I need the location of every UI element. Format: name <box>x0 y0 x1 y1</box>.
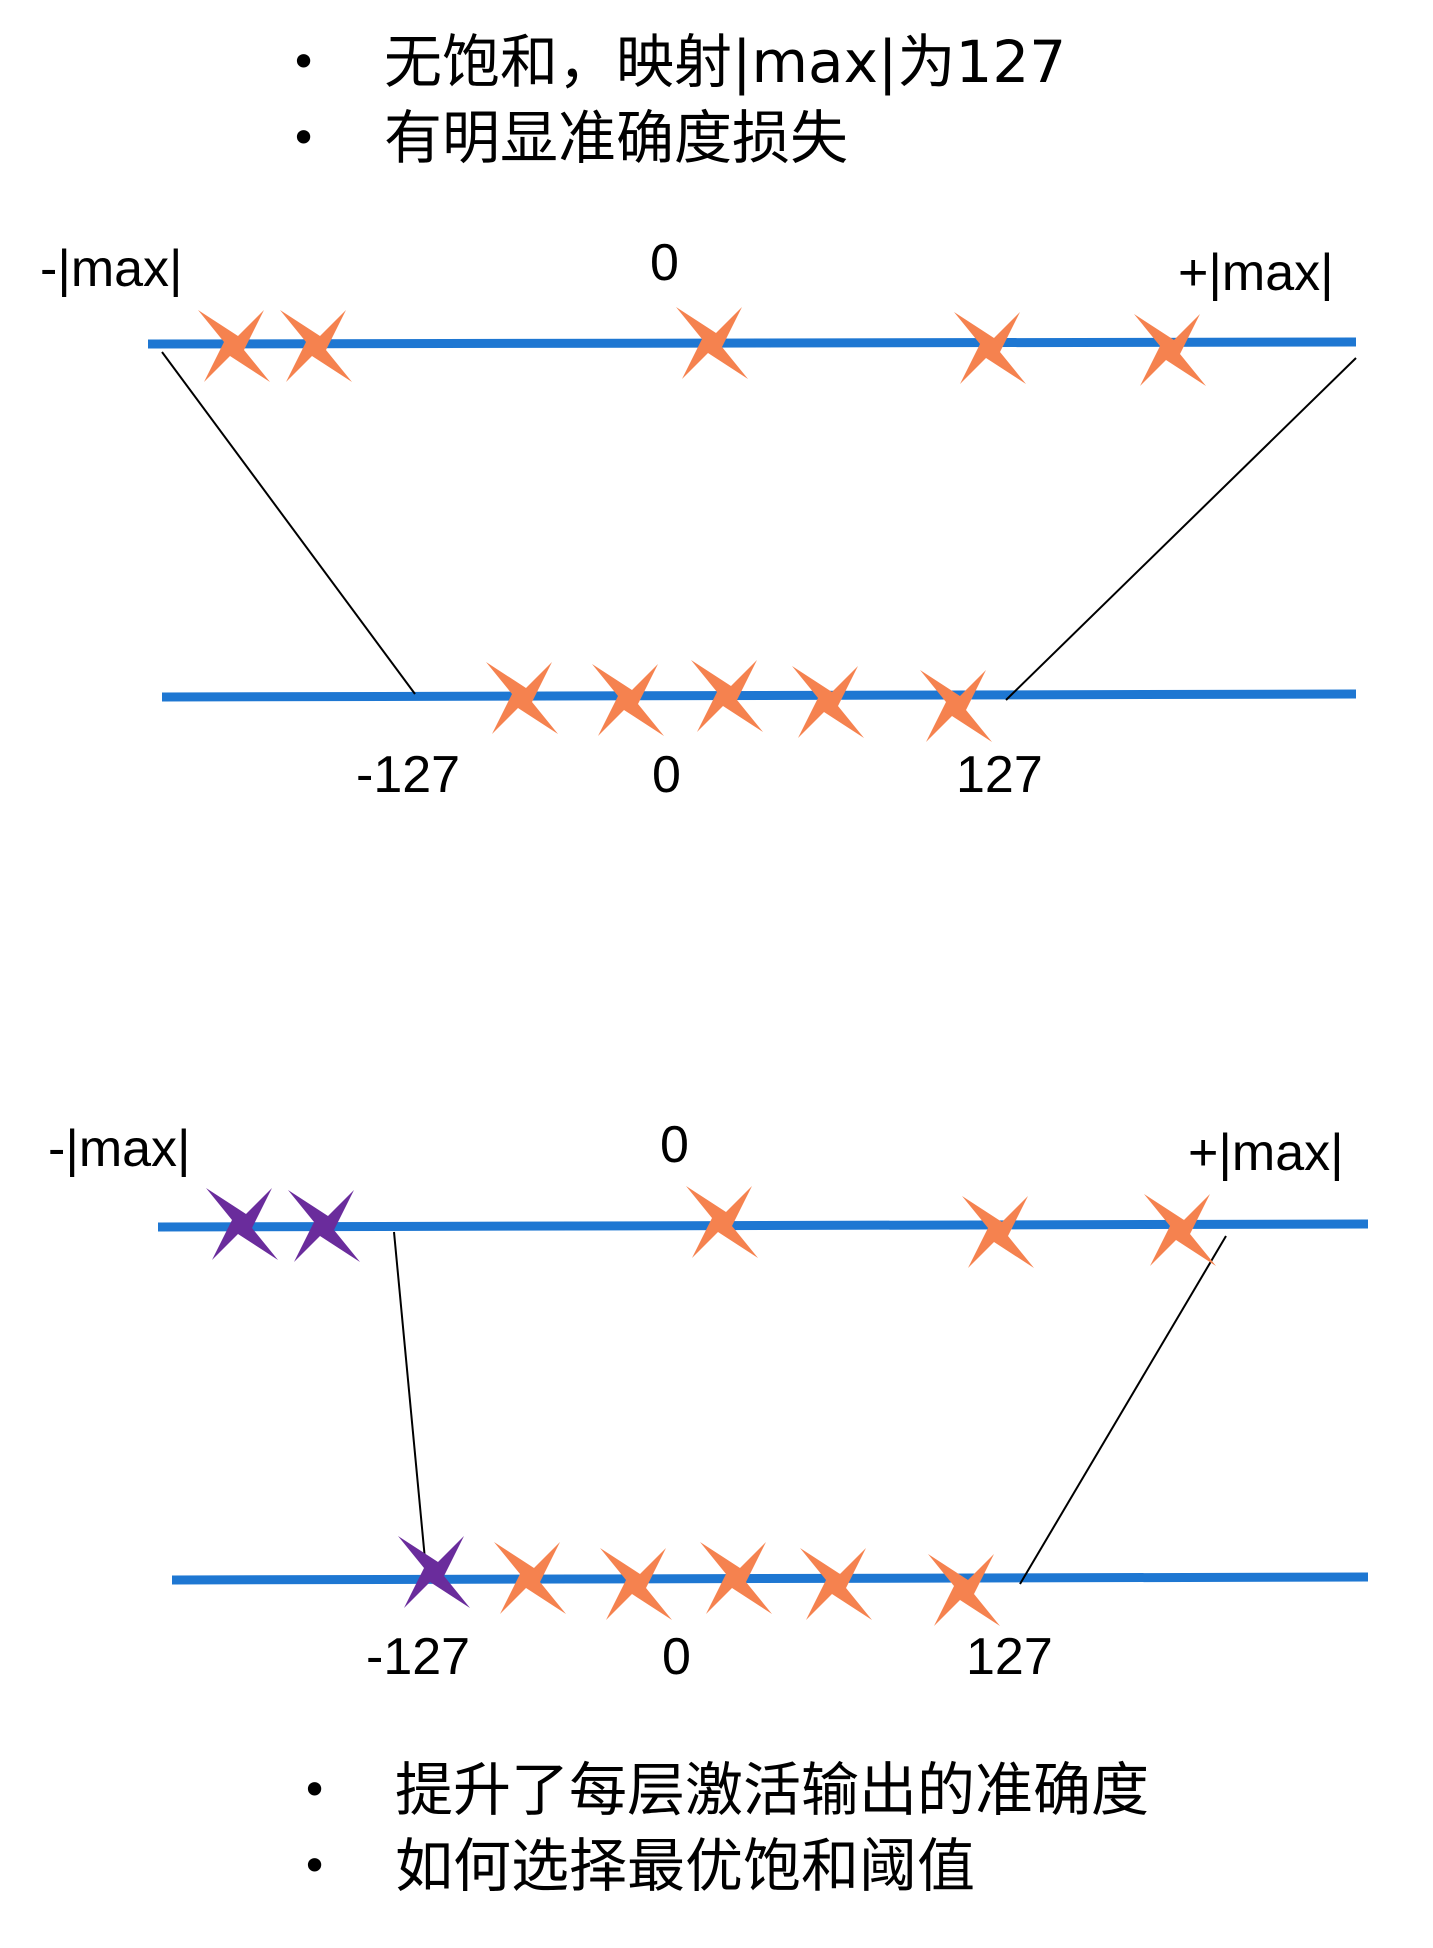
int8-markers <box>398 1536 1000 1626</box>
bullet-dot-icon: • <box>290 35 318 89</box>
panel-no-saturation: -|max| 0 +|max| -127 0 127 <box>40 234 1357 804</box>
value-marker <box>1134 314 1206 386</box>
fp-min-label: -|max| <box>40 240 183 298</box>
value-marker <box>486 662 558 734</box>
fp-zero-label: 0 <box>650 234 679 292</box>
bottom-bullet-1: • 提升了每层激活输出的准确度 <box>301 1752 1150 1828</box>
int8-markers <box>486 660 992 742</box>
bottom-bullet-list: • 提升了每层激活输出的准确度 • 如何选择最优饱和阈值 <box>301 1752 1150 1904</box>
int8-max-label: 127 <box>956 746 1043 804</box>
value-marker <box>686 1186 758 1258</box>
top-bullet-2-text: 有明显准确度损失 <box>384 104 849 172</box>
int8-axis-line <box>171 1572 1369 1585</box>
mapping-line-left <box>393 1231 427 1571</box>
value-marker <box>920 670 992 742</box>
mapping-line-right <box>1005 357 1357 701</box>
top-bullet-2: • 有明显准确度损失 <box>290 100 1066 176</box>
value-marker <box>800 1548 872 1620</box>
bullet-dot-icon: • <box>290 111 318 165</box>
fp-markers <box>206 1186 1216 1268</box>
fp-axis-line <box>147 337 1357 349</box>
fp-markers <box>198 307 1206 386</box>
fp-zero-label: 0 <box>660 1116 689 1174</box>
top-bullet-list: • 无饱和，映射|max|为127 • 有明显准确度损失 <box>290 24 1067 176</box>
value-marker <box>962 1196 1034 1268</box>
fp-max-label: +|max| <box>1188 1124 1344 1182</box>
value-marker <box>700 1542 772 1614</box>
fp-axis-line <box>157 1219 1369 1232</box>
value-marker <box>691 660 763 732</box>
bottom-bullet-2: • 如何选择最优饱和阈值 <box>301 1828 1149 1904</box>
value-marker <box>280 310 352 382</box>
top-bullet-1-text: 无饱和，映射|max|为127 <box>384 28 1067 96</box>
fp-min-label: -|max| <box>48 1120 191 1178</box>
value-marker <box>954 312 1026 384</box>
value-marker <box>494 1542 566 1614</box>
bottom-bullet-1-text: 提升了每层激活输出的准确度 <box>395 1756 1150 1824</box>
saturated-value-marker <box>398 1536 470 1608</box>
value-marker <box>1144 1194 1216 1266</box>
int8-min-label: -127 <box>356 746 460 804</box>
panel-saturation: -|max| 0 +|max| -127 0 127 <box>48 1116 1369 1686</box>
int8-min-label: -127 <box>366 1628 470 1686</box>
bottom-bullet-2-text: 如何选择最优饱和阈值 <box>395 1832 976 1900</box>
saturated-value-marker <box>206 1188 278 1260</box>
bullet-dot-icon: • <box>301 1839 329 1893</box>
value-marker <box>600 1548 672 1620</box>
bullet-dot-icon: • <box>301 1763 329 1817</box>
int8-zero-label: 0 <box>662 1628 691 1686</box>
int8-max-label: 127 <box>966 1628 1053 1686</box>
int8-zero-label: 0 <box>652 746 681 804</box>
value-marker <box>928 1554 1000 1626</box>
mapping-line-right <box>1019 1235 1227 1585</box>
value-marker <box>792 666 864 738</box>
value-marker <box>592 664 664 736</box>
saturated-value-marker <box>288 1190 360 1262</box>
value-marker <box>676 307 748 379</box>
top-bullet-1: • 无饱和，映射|max|为127 <box>290 24 1067 100</box>
int8-axis-line <box>161 689 1357 702</box>
fp-max-label: +|max| <box>1178 244 1334 302</box>
value-marker <box>198 310 270 382</box>
mapping-line-left <box>161 351 416 695</box>
